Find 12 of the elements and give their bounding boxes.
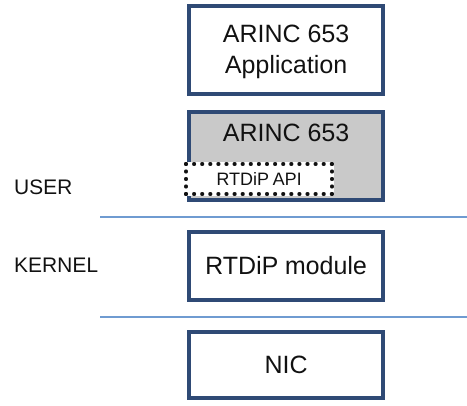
api-box [184,162,334,196]
layer-box [187,330,385,400]
layer-box [187,110,385,202]
node-label: RTDiP API [216,168,302,190]
node-label: NIC [264,350,308,380]
layer-label: USER [14,176,72,200]
layer-box [187,4,385,96]
node-label: ARINC 653 [222,118,350,149]
node-label: RTDiP module [205,250,367,282]
layer-label: KERNEL [14,254,98,278]
node-label: ARINC 653 Application [222,19,350,81]
layer-box [187,230,385,302]
